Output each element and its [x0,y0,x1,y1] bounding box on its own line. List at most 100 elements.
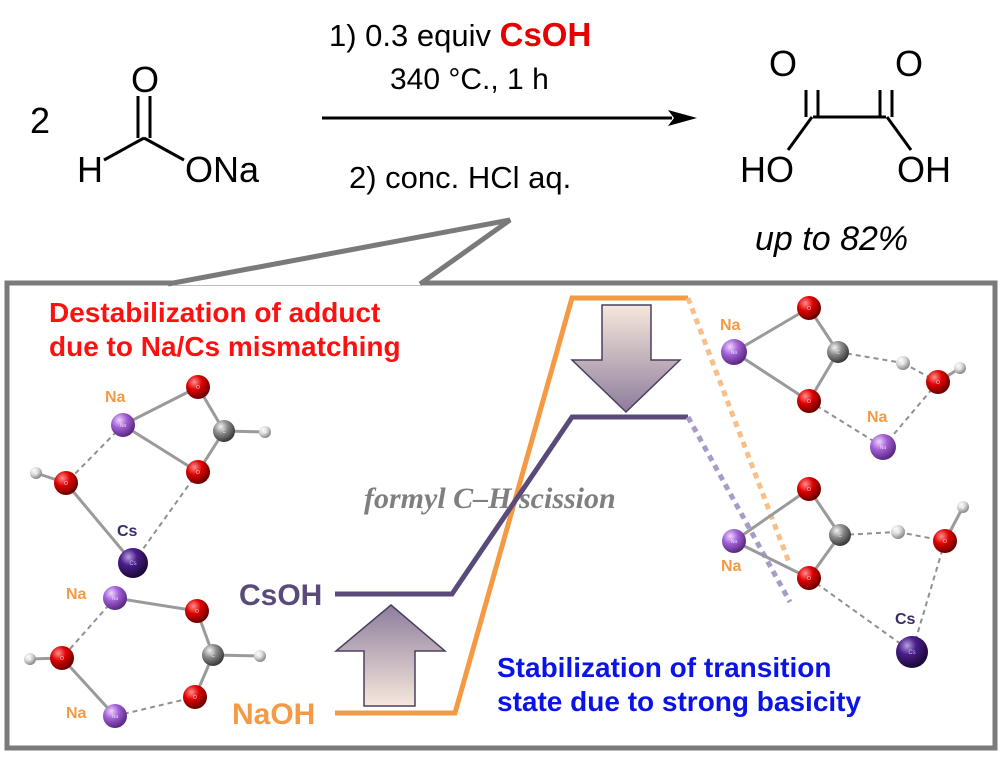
h-atom-ball [254,650,266,662]
stabilization-callout: Stabilization of transition state due to… [497,651,937,719]
o-atom-ball [50,646,74,670]
na-atom-symbol: Na [880,445,887,451]
basicity-arrow [333,604,448,707]
na-atom-symbol: Na [120,423,127,429]
na-na-adduct-model: O O O C H H Na Na [24,586,266,728]
scission-label: formyl C–H scission [364,482,616,515]
o-atom-symbol: O [936,380,940,386]
o-atom-symbol: O [943,539,947,545]
yield-label: up to 82% [755,220,909,258]
cs-atom-ball [896,636,928,668]
o-atom-ball [186,375,210,399]
formate-bonds [103,96,185,162]
o-atom-symbol: O [60,656,64,662]
h-atom-symbol: H [962,504,965,509]
destabilization-line-1: Destabilization of adduct [49,297,381,328]
stabilization-line-2: state due to strong basicity [497,686,862,718]
o-atom-ball [797,566,821,590]
oxalic-oh-group: OH [897,149,951,190]
na-cs-transition-state-model: O O O C H H Na Cs [722,477,969,668]
condition-step1-temperature: 340 °C., 1 h [390,63,549,96]
reaction-arrow [322,110,697,126]
na-label-ts-top-2: Na [867,409,888,426]
c-atom-symbol: C [211,653,215,659]
na-atom-ball [870,434,896,460]
cs-label-ts-bottom: Cs [895,611,916,628]
o-atom-symbol: O [807,576,811,582]
h-atom-symbol: H [29,656,32,661]
cs-atom-symbol: Cs [908,650,915,656]
h-atom-ball [957,501,969,513]
o-atom-symbol: O [196,385,200,391]
condition-step2: 2) conc. HCl aq. [349,160,572,195]
h-atom-ball [24,653,36,665]
oxalic-acid-bonds [786,90,913,151]
csoh-level-label: CsOH [239,579,323,612]
naoh-level-label: NaOH [232,698,316,731]
na-label-ts-top-1: Na [720,317,741,334]
na-label-ts-bottom: Na [721,558,742,575]
o-atom-ball [926,370,950,394]
o-atom-ball [185,599,209,623]
formate-carbonyl-oxygen: O [131,59,160,100]
cs-label-adduct-top: Cs [117,523,138,540]
h-atom-ball [954,362,966,374]
cs-atom-symbol: Cs [129,561,136,567]
h-atom-symbol: H [264,429,267,434]
c-atom-symbol: C [838,533,842,539]
na-atom-symbol: Na [731,539,738,545]
h-atom-ball [891,525,905,539]
c-atom-ball [202,644,224,666]
h-atom-symbol: H [897,529,900,534]
na-atom-ball [721,339,747,365]
ts-stabilization-arrow [570,304,682,414]
energy-diagram [333,295,793,716]
c-atom-ball [213,420,235,442]
na-label-adduct-bottom-2: Na [66,705,87,722]
condition-step1-prefix: 1) 0.3 equiv [329,18,500,53]
na-label-adduct-bottom-1: Na [66,586,87,603]
destabilization-callout: Destabilization of adduct due to Na/Cs m… [49,296,479,364]
oxalic-carbonyl-oxygen-left: O [769,43,798,84]
destabilization-line-2: due to Na/Cs mismatching [49,331,401,363]
formate-hydrogen: H [77,149,103,190]
o-atom-symbol: O [193,695,197,701]
na-na-transition-state-model: O O O C H H Na Na [721,296,966,460]
o-atom-ball [186,460,210,484]
callout-panel [4,217,998,751]
o-atom-symbol: O [195,609,199,615]
o-atom-symbol: O [64,481,68,487]
o-atom-ball [797,296,821,320]
o-atom-ball [54,471,78,495]
na-atom-ball [103,586,127,610]
stabilization-line-1: Stabilization of transition [497,652,832,683]
h-atom-symbol: H [259,653,262,658]
o-atom-ball [933,529,957,553]
na-atom-ball [103,704,127,728]
h-atom-ball [896,356,910,370]
na-cs-adduct-model: O O O C H H Na Cs [30,375,271,578]
o-atom-symbol: O [807,487,811,493]
naoh-ts-link [685,297,793,566]
csoh-pathway [335,414,688,597]
na-atom-symbol: Na [112,714,119,720]
h-atom-symbol: H [959,365,962,370]
o-atom-ball [797,389,821,413]
condition-step1: 1) 0.3 equiv CsOH [329,18,591,51]
c-atom-symbol: C [836,350,840,356]
h-atom-ball [259,426,271,438]
cs-atom-ball [118,548,148,578]
o-atom-symbol: O [807,399,811,405]
oxalic-carbonyl-oxygen-right: O [895,43,924,84]
condition-step1-reagent: CsOH [499,16,592,53]
o-atom-symbol: O [196,470,200,476]
na-atom-ball [111,413,135,437]
na-atom-ball [722,529,746,553]
formate-ona-group: ONa [185,149,260,190]
na-atom-symbol: Na [112,596,119,602]
h-atom-symbol: H [35,470,38,475]
h-atom-ball [30,467,42,479]
o-atom-ball [797,477,821,501]
